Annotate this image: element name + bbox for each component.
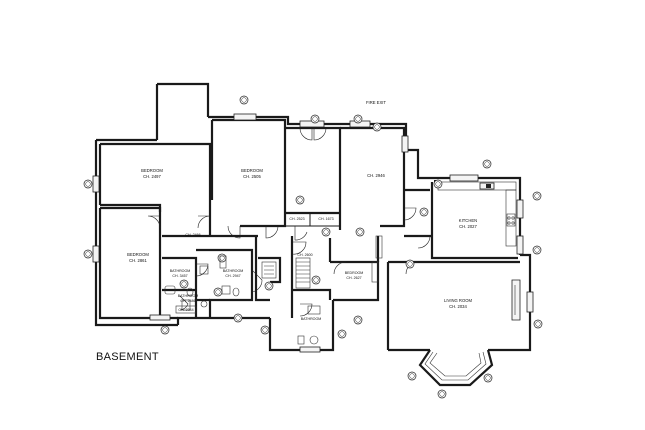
room-name-bedroom-2627: BEDROOM [345,271,364,275]
marker [310,114,320,124]
marker [217,253,227,263]
marker [233,313,243,323]
marker [405,259,415,269]
marker [433,179,443,189]
marker [83,179,93,189]
marker [437,389,447,399]
marker [239,95,249,105]
marker [353,315,363,325]
marker [482,159,492,169]
room-name-living-room: LIVING ROOM [444,298,472,303]
marker [295,195,305,205]
interior-walls [98,118,520,320]
room-labels: BEDROOM CH. 2497 BEDROOM CH. 2505 CH. 29… [127,168,477,321]
marker [533,319,543,329]
room-name-bedroom-2497: BEDROOM [141,168,163,173]
windows [92,113,534,353]
tag-ch-2344: CH. 2344 [178,308,193,312]
marker [355,227,365,237]
room-code-bedroom-2497: CH. 2497 [143,174,161,179]
room-code-living-room: CH. 2034 [449,304,467,309]
room-name-bathroom-south: BATHROOM [301,317,322,321]
room-code-2946: CH. 2946 [367,173,385,178]
marker [407,371,417,381]
marker [532,191,542,201]
room-name-bathroom-2486: BATHROOM [178,294,199,298]
bathroom-fixtures [164,265,321,345]
room-name-kitchen: KITCHEN [459,218,477,223]
tag-ch-1673: CH. 1673 [318,217,333,221]
marker [264,281,274,291]
marker [532,245,542,255]
marker [311,275,321,285]
marker [353,114,363,124]
tag-ch-2523: CH. 2523 [289,217,304,221]
marker [372,122,382,132]
kitchen-fixtures [434,180,517,247]
marker [179,279,189,289]
marker [213,287,223,297]
tag-ch-2600: CH. 2600 [297,253,312,257]
staircase [261,257,311,289]
bay-window [418,279,521,387]
tag-ch-2466: CH. 2466 [185,233,200,237]
marker [337,329,347,339]
room-code-bathroom-3457: CH. 3457 [172,274,187,278]
marker [260,325,270,335]
room-name-bedroom-2861: BEDROOM [127,252,149,257]
room-code-kitchen: CH. 2027 [459,224,477,229]
room-name-bathroom-3457: BATHROOM [170,269,191,273]
room-code-bedroom-2505: CH. 2505 [243,174,261,179]
floor-title: BASEMENT [96,351,159,363]
room-code-bathroom-2486: CH. 2486 [180,299,195,303]
room-code-bedroom-2627: CH. 2627 [346,276,361,280]
room-code-bathroom-2947: CH. 2947 [225,274,240,278]
room-name-bathroom-2947: BATHROOM [223,269,244,273]
room-tags: CH. 2466 CH. 2344 CH. 2523 CH. 1673 CH. … [175,217,383,314]
fire-exit-label: FIRE EXIT [366,100,386,105]
room-name-bedroom-2505: BEDROOM [241,168,263,173]
marker [483,373,493,383]
marker [419,207,429,217]
alarm-markers [83,95,543,399]
doors [147,127,431,317]
marker [321,227,331,237]
marker [83,249,93,259]
marker [160,325,170,335]
room-code-bedroom-2861: CH. 2861 [129,258,147,263]
